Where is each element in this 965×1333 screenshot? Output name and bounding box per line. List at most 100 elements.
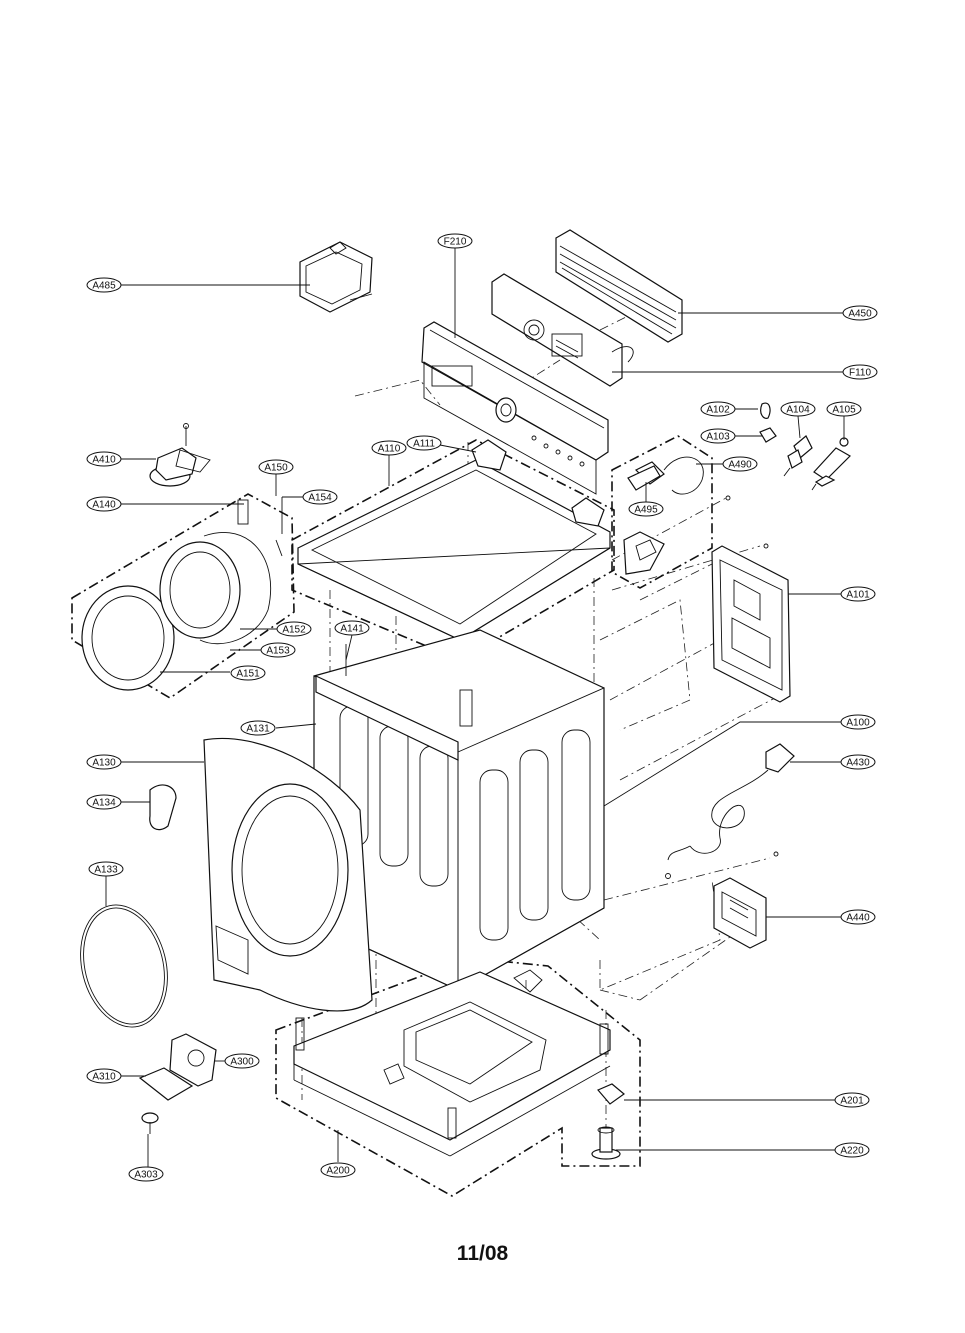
part-a104-valve [783,435,813,477]
svg-text:A303: A303 [134,1170,158,1181]
svg-text:A201: A201 [840,1096,864,1107]
part-a300-cover [138,1033,217,1101]
svg-text:A150: A150 [264,463,288,474]
part-a100-cabinet [313,629,605,991]
svg-text:A153: A153 [266,646,290,657]
svg-text:A100: A100 [846,718,870,729]
callout-a495: A495 [628,501,664,517]
svg-text:A152: A152 [282,625,306,636]
callout-a310: A310 [86,1068,122,1084]
callout-a130: A130 [86,754,122,770]
svg-text:A495: A495 [634,505,658,516]
part-a131-frame [315,675,459,761]
callout-a151: A151 [230,665,266,681]
svg-text:A111: A111 [413,439,435,450]
callout-a303: A303 [128,1166,164,1182]
part-a200-base-frame [293,969,611,1157]
callout-f210: F210 [437,233,473,249]
part-f210-control-panel [421,321,609,495]
svg-text:A110: A110 [378,444,401,455]
callout-a134: A134 [86,794,122,810]
callout-a150: A150 [258,459,294,475]
callout-a105: A105 [826,401,862,417]
svg-text:A300: A300 [230,1057,254,1068]
callout-a201: A201 [834,1092,870,1108]
svg-text:A130: A130 [92,758,116,769]
part-a450-grille [555,229,683,343]
callout-a300: A300 [224,1053,260,1069]
svg-text:A440: A440 [846,913,870,924]
svg-text:A200: A200 [326,1166,350,1177]
callout-a103: A103 [700,428,736,444]
svg-text:A103: A103 [706,432,730,443]
callout-a152: A152 [276,621,312,637]
callout-a485: A485 [86,277,122,293]
part-a101-back-cover [711,543,791,703]
leader-lines [105,248,846,1168]
part-a220-foot [591,1126,621,1160]
callout-f110: F110 [842,364,878,380]
svg-text:A430: A430 [846,758,870,769]
svg-text:A154: A154 [308,493,332,504]
svg-text:A410: A410 [92,455,116,466]
svg-text:A310: A310 [92,1072,116,1083]
part-a110-top-plate [297,459,611,641]
part-a105-damper [811,437,851,491]
part-a410-motor [149,423,211,487]
part-door-ring-assembly [81,499,283,691]
part-a440-filter [713,877,767,949]
callout-a140: A140 [86,496,122,512]
callout-a131: A131 [240,720,276,736]
svg-text:A141: A141 [340,624,364,635]
callout-a100: A100 [840,714,876,730]
callout-a490: A490 [722,456,758,472]
part-a130-door [203,738,373,1012]
part-a102-clip [760,402,771,419]
svg-text:A104: A104 [786,405,810,416]
part-a103-clip [759,427,777,443]
callout-a133: A133 [88,861,124,877]
callout-a104: A104 [780,401,816,417]
page-code: 11/08 [456,1242,509,1265]
part-a134-handle [149,784,177,831]
svg-text:A485: A485 [92,281,116,292]
part-a133-gasket [80,904,168,1028]
callout-a111: A111 [406,435,442,451]
svg-text:A131: A131 [246,724,270,735]
callout-a220: A220 [834,1142,870,1158]
callout-a410: A410 [86,451,122,467]
svg-text:A105: A105 [832,405,856,416]
top-plate-group [291,439,615,661]
callout-a200: A200 [320,1162,356,1178]
svg-text:A101: A101 [846,590,870,601]
callout-a141: A141 [334,620,370,636]
svg-text:A102: A102 [706,405,730,416]
part-a303-screw [141,1112,159,1134]
part-a111-hinge [471,439,605,527]
part-a495-bracket [623,495,731,575]
part-a485-module [299,241,373,313]
svg-text:A134: A134 [92,798,116,809]
part-a430-power-cord [665,743,795,879]
svg-text:A151: A151 [236,669,260,680]
svg-text:F110: F110 [849,368,871,379]
svg-text:A133: A133 [94,865,118,876]
callout-a102: A102 [700,401,736,417]
svg-text:A450: A450 [848,309,872,320]
dispenser-group [611,435,713,589]
callout-a450: A450 [842,305,878,321]
part-f110-pcb [491,273,634,387]
part-a490-hose [627,456,704,495]
svg-text:A490: A490 [728,460,752,471]
callout-a110: A110 [371,440,407,456]
callout-a440: A440 [840,909,876,925]
svg-text:F210: F210 [444,237,467,248]
part-a201-bracket [597,1083,625,1105]
svg-text:A220: A220 [840,1146,864,1157]
callout-a153: A153 [260,642,296,658]
door-assembly-group [71,493,295,699]
callout-a154: A154 [302,489,338,505]
svg-text:A140: A140 [92,500,116,511]
callout-a430: A430 [840,754,876,770]
